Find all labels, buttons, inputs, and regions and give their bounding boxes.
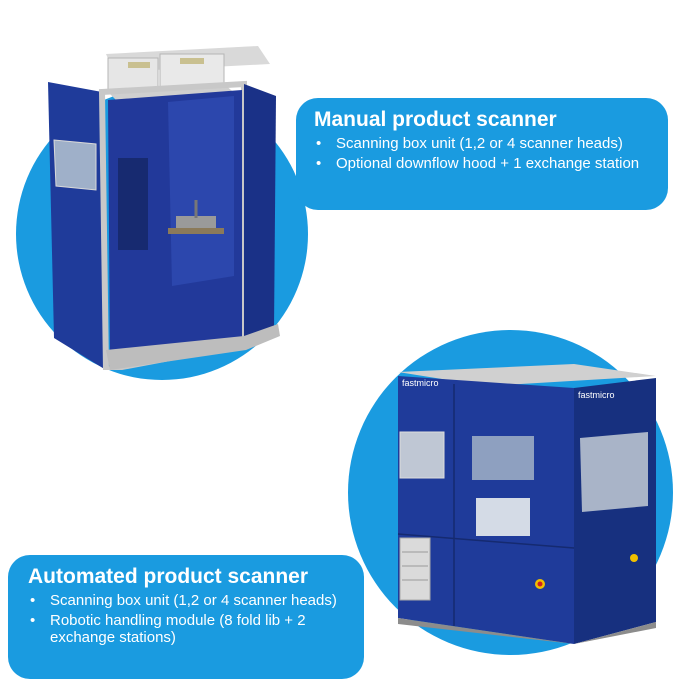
automated-scanner-title: Automated product scanner xyxy=(28,565,309,588)
automated-bullet-2: Robotic handling module (8 fold lib + 2 … xyxy=(30,612,350,646)
manual-bullet-2: Optional downflow hood + 1 exchange stat… xyxy=(316,155,652,172)
manual-scanner-card: Manual product scanner Scanning box unit… xyxy=(296,98,668,210)
automated-scanner-image: fastmicro fastmicro xyxy=(397,364,656,644)
manual-scanner-bullet-list: Scanning box unit (1,2 or 4 scanner head… xyxy=(314,135,652,172)
automated-scanner-card: Automated product scanner Scanning box u… xyxy=(8,555,364,679)
automated-scanner-bullet-list: Scanning box unit (1,2 or 4 scanner head… xyxy=(28,592,350,646)
brand-label-front: fastmicro xyxy=(402,378,439,388)
manual-bullet-1: Scanning box unit (1,2 or 4 scanner head… xyxy=(316,135,652,152)
manual-scanner-image xyxy=(48,46,280,370)
brand-label-side: fastmicro xyxy=(578,390,615,400)
manual-scanner-title: Manual product scanner xyxy=(314,108,557,131)
automated-bullet-1: Scanning box unit (1,2 or 4 scanner head… xyxy=(30,592,350,609)
